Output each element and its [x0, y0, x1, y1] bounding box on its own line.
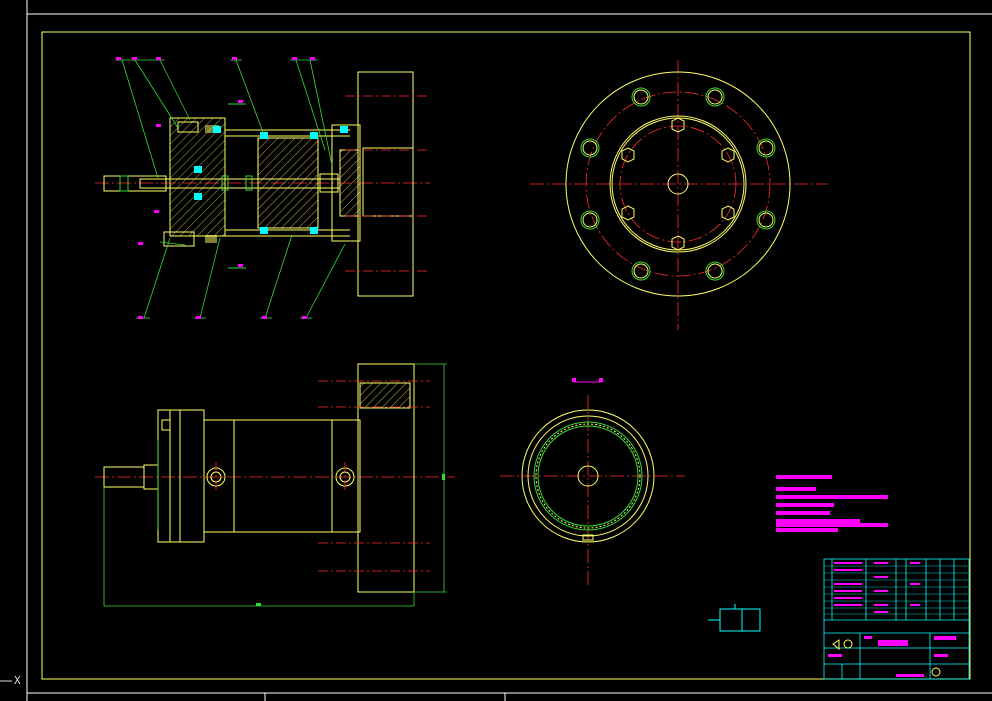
title-block [823, 558, 970, 680]
section-view [95, 57, 430, 319]
flange-end-view [530, 60, 828, 330]
outer-bolt-holes [582, 89, 774, 279]
side-elevation [95, 363, 455, 607]
inner-hex-nuts [621, 117, 735, 251]
symbol [708, 604, 761, 632]
technical-notes [776, 475, 888, 532]
rod-end-view [500, 378, 685, 588]
sheet-frame [26, 0, 992, 701]
ucs-axis-label: X [14, 674, 21, 687]
